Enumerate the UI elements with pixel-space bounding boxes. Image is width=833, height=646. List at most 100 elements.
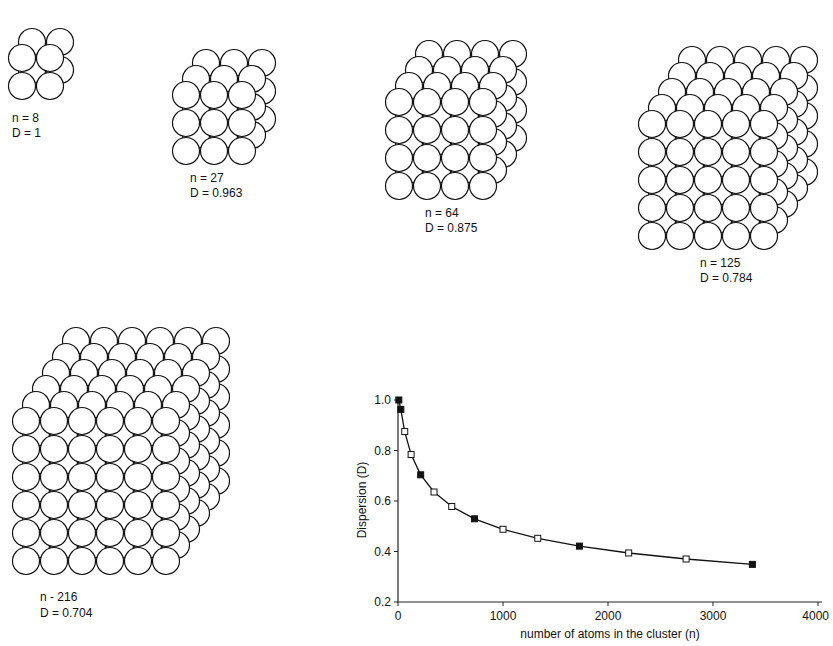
cluster-size: n - 216 <box>40 590 77 604</box>
atom-sphere <box>639 195 666 222</box>
atom-sphere <box>442 117 469 144</box>
atom-sphere <box>470 89 497 116</box>
atom-cube <box>173 50 276 165</box>
atom-sphere <box>386 173 413 200</box>
atom-sphere <box>201 138 228 165</box>
atom-sphere <box>69 492 96 519</box>
data-point <box>749 561 755 567</box>
x-tick-label: 4000 <box>802 609 829 623</box>
cluster-size: n = 8 <box>12 111 39 125</box>
atom-sphere <box>125 408 152 435</box>
atom-sphere <box>667 195 694 222</box>
atom-sphere <box>442 173 469 200</box>
data-point <box>418 472 424 478</box>
y-tick <box>394 602 398 603</box>
atom-sphere <box>9 45 36 72</box>
atom-sphere <box>695 195 722 222</box>
atom-sphere <box>153 492 180 519</box>
atom-sphere <box>723 167 750 194</box>
atom-sphere <box>13 408 40 435</box>
atom-sphere <box>125 436 152 463</box>
atom-sphere <box>695 167 722 194</box>
atom-sphere <box>414 173 441 200</box>
atom-sphere <box>153 548 180 575</box>
atom-sphere <box>751 195 778 222</box>
x-tick <box>398 602 399 606</box>
atom-sphere <box>723 139 750 166</box>
atom-sphere <box>229 110 256 137</box>
atom-sphere <box>639 139 666 166</box>
atom-sphere <box>37 45 64 72</box>
atom-sphere <box>667 223 694 250</box>
atom-sphere <box>751 223 778 250</box>
atom-sphere <box>386 117 413 144</box>
atom-sphere <box>639 167 666 194</box>
axis-ticks <box>394 400 818 606</box>
atom-sphere <box>639 223 666 250</box>
atom-sphere <box>97 436 124 463</box>
atom-sphere <box>153 408 180 435</box>
atom-sphere <box>97 408 124 435</box>
atom-sphere <box>153 464 180 491</box>
y-tick <box>394 551 398 552</box>
atom-sphere <box>723 111 750 138</box>
x-tick <box>608 602 609 606</box>
atom-sphere <box>695 139 722 166</box>
atom-sphere <box>229 138 256 165</box>
atom-sphere <box>41 492 68 519</box>
x-tick <box>818 602 819 606</box>
data-point <box>626 550 632 556</box>
atom-cube <box>386 41 527 200</box>
atom-sphere <box>41 464 68 491</box>
atom-sphere <box>125 548 152 575</box>
atom-sphere <box>41 548 68 575</box>
atom-sphere <box>414 89 441 116</box>
x-tick <box>503 602 504 606</box>
data-point <box>683 556 689 562</box>
data-point <box>472 516 478 522</box>
atom-sphere <box>470 117 497 144</box>
atom-sphere <box>229 82 256 109</box>
atom-sphere <box>639 111 666 138</box>
atom-sphere <box>173 138 200 165</box>
atom-sphere <box>125 492 152 519</box>
fit-line <box>399 400 753 564</box>
data-point <box>500 526 506 532</box>
chart-axes <box>398 398 822 602</box>
atom-sphere <box>37 73 64 100</box>
data-point <box>408 452 414 458</box>
atom-cube <box>9 29 74 100</box>
atom-sphere <box>723 223 750 250</box>
atom-sphere <box>13 436 40 463</box>
x-tick-label: 3000 <box>700 609 727 623</box>
atom-sphere <box>173 110 200 137</box>
cluster-size: n = 125 <box>700 256 740 270</box>
data-point <box>535 535 541 541</box>
data-point <box>402 429 408 435</box>
y-tick-label: 0.2 <box>374 595 391 609</box>
atom-sphere <box>751 139 778 166</box>
y-tick <box>394 450 398 451</box>
atom-sphere <box>442 145 469 172</box>
dispersion-curve <box>396 397 756 567</box>
atom-sphere <box>414 117 441 144</box>
atom-sphere <box>69 464 96 491</box>
axis-title: Dispersion (D) <box>355 462 369 539</box>
atom-sphere <box>69 408 96 435</box>
atom-sphere <box>695 223 722 250</box>
y-tick-label: 1.0 <box>374 393 391 407</box>
x-tick-label: 0 <box>395 609 402 623</box>
dispersion-value: D = 0.963 <box>190 186 242 200</box>
atom-sphere <box>69 548 96 575</box>
dispersion-value: D = 0.875 <box>425 221 477 235</box>
atom-sphere <box>9 73 36 100</box>
atom-sphere <box>13 520 40 547</box>
atom-sphere <box>751 167 778 194</box>
data-point <box>576 543 582 549</box>
dispersion-value: D = 0.704 <box>40 606 92 620</box>
cluster-size: n = 27 <box>190 171 224 185</box>
x-tick-label: 2000 <box>595 609 622 623</box>
atom-sphere <box>125 464 152 491</box>
atom-sphere <box>201 110 228 137</box>
